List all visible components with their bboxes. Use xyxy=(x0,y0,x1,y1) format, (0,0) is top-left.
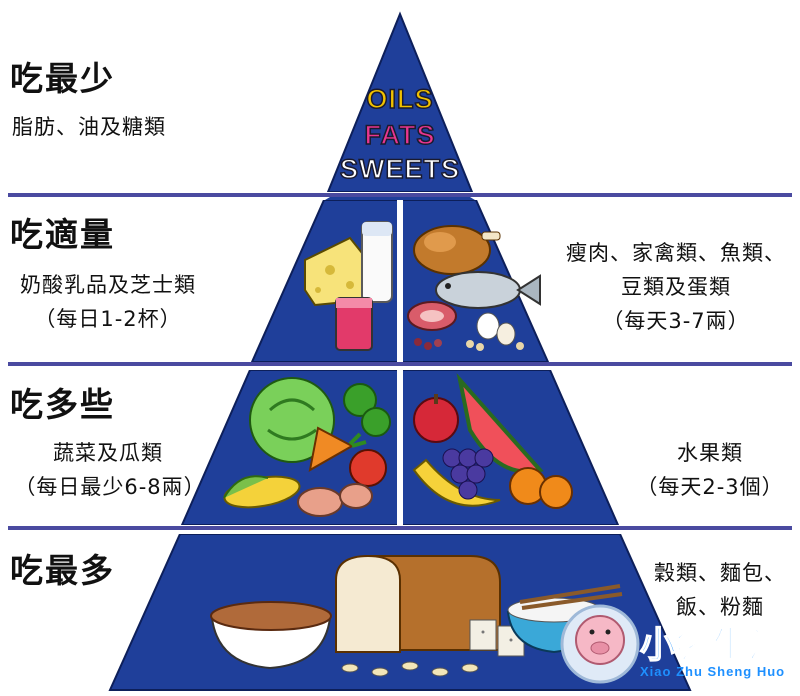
divider-line-2 xyxy=(8,362,792,366)
label-vegetables: 蔬菜及瓜類 xyxy=(53,441,163,465)
beans-icon xyxy=(414,338,524,351)
divider-line-1 xyxy=(8,193,792,197)
fish-icon xyxy=(435,271,541,309)
label-fats-oils-sugar: 脂肪、油及糖類 xyxy=(12,115,166,139)
heading-eat-most: 吃最多 xyxy=(10,551,115,590)
bread-icon xyxy=(334,554,501,653)
sweets-word: SWEETS xyxy=(339,153,460,185)
tomato-icon xyxy=(349,449,387,487)
banana-icon xyxy=(412,458,501,507)
broccoli-icon xyxy=(343,383,391,437)
apple-icon xyxy=(413,394,459,443)
heading-eat-moderately: 吃適量 xyxy=(10,215,115,254)
pasta-pieces-icon xyxy=(341,661,479,677)
watermark-title: 小猪生活 xyxy=(639,623,785,666)
label-protein-serving: （每天3-7兩） xyxy=(602,309,750,333)
egg-icon xyxy=(476,312,516,346)
carrot-icon xyxy=(308,426,367,472)
cabbage-icon xyxy=(249,377,335,463)
corn-icon xyxy=(223,475,301,509)
label-grains-line-1: 穀類、麵包、 xyxy=(654,561,786,585)
heading-eat-more: 吃多些 xyxy=(10,385,115,424)
heading-eat-least: 吃最少 xyxy=(10,59,115,98)
fats-word: FATS xyxy=(364,119,436,151)
milk-icon xyxy=(361,221,393,303)
label-grains-line-2: 飯、粉麵 xyxy=(676,595,764,619)
juice-icon xyxy=(335,297,373,351)
cereal-bowl-icon xyxy=(210,601,332,670)
label-fruit-serving: （每天2-3個） xyxy=(636,475,784,499)
divider-line-3 xyxy=(8,526,792,530)
orange-icon xyxy=(509,467,573,509)
label-dairy: 奶酸乳品及芝士類 xyxy=(20,273,196,297)
label-fruit: 水果類 xyxy=(677,441,743,465)
watermark-subtitle: Xiao Zhu Sheng Huo xyxy=(640,664,786,679)
chicken-icon xyxy=(413,225,501,275)
meat-icon xyxy=(407,301,457,331)
grapes-icon xyxy=(442,448,494,500)
label-protein-line-2: 豆類及蛋類 xyxy=(621,275,731,299)
label-vegetables-serving: （每日最少6-8兩） xyxy=(14,475,206,499)
label-dairy-serving: （每日1-2杯） xyxy=(34,307,182,331)
pig-mascot-icon xyxy=(560,604,640,684)
label-protein-line-1: 瘦肉、家禽類、魚類、 xyxy=(566,241,786,265)
chopsticks-icon xyxy=(519,584,623,610)
potato-icon xyxy=(297,483,373,517)
oils-word: OILS xyxy=(366,83,434,115)
